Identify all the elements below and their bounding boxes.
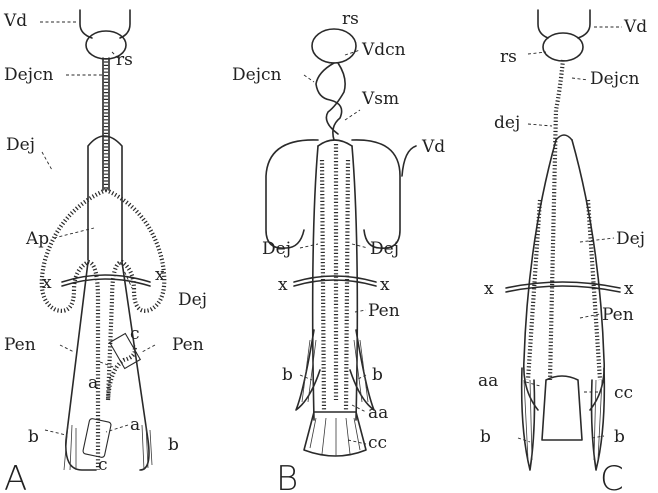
label-c-top-a: c xyxy=(130,324,140,344)
label-dejcn-b: Dejcn xyxy=(232,65,281,85)
receptaculum-b xyxy=(312,29,356,63)
label-dej-top-a: Dej xyxy=(6,135,35,155)
label-pen-left-a: Pen xyxy=(4,335,36,355)
label-dej-small-c: dej xyxy=(494,113,520,133)
label-dej-a: Dej xyxy=(178,290,207,310)
label-pen-right-a: Pen xyxy=(172,335,204,355)
label-vd-a: Vd xyxy=(3,11,27,31)
label-b-right-c: b xyxy=(614,427,625,447)
label-x-left-c: x xyxy=(484,279,494,299)
label-dejcn-a: Dejcn xyxy=(4,65,53,85)
label-aa-c: aa xyxy=(478,371,498,391)
label-pen-c: Pen xyxy=(602,305,634,325)
label-vd-b: Vd xyxy=(421,137,445,157)
label-pen-b: Pen xyxy=(368,301,400,321)
label-a-low-a: a xyxy=(130,415,140,435)
label-rs-b: rs xyxy=(342,9,359,29)
label-rs-c: rs xyxy=(500,47,517,67)
label-b-left-c: b xyxy=(480,427,491,447)
cap-cc-c xyxy=(542,376,582,440)
label-b-left-a: b xyxy=(28,427,39,447)
label-x-right-c: x xyxy=(624,279,634,299)
label-cc-b: cc xyxy=(368,433,387,453)
panel-a xyxy=(40,10,164,470)
label-b-left-b: b xyxy=(282,365,293,385)
label-vd-c: Vd xyxy=(623,17,647,37)
label-dej-left-b: Dej xyxy=(262,239,291,259)
label-vdcn-b: Vdcn xyxy=(361,40,406,60)
label-b-right-b: b xyxy=(372,365,383,385)
panel-label-a: A xyxy=(4,459,27,493)
label-vsm-b: Vsm xyxy=(361,89,399,109)
label-ap-a: Ap xyxy=(25,229,49,249)
label-x-left-a: x xyxy=(42,273,52,293)
penis-left-a xyxy=(66,262,96,470)
label-rs-a: rs xyxy=(116,50,133,70)
appendix-a xyxy=(88,136,122,260)
label-x-right-a: x xyxy=(155,265,165,285)
label-dej-c: Dej xyxy=(616,229,645,249)
label-x-left-b: x xyxy=(278,275,288,295)
label-cc-c: cc xyxy=(614,383,633,403)
label-aa-b: aa xyxy=(368,403,388,423)
label-x-right-b: x xyxy=(380,275,390,295)
penis-right-a xyxy=(122,262,149,470)
label-dej-right-b: Dej xyxy=(370,239,399,259)
panel-label-b: B xyxy=(276,459,298,493)
label-a-mid-a: a xyxy=(88,373,98,393)
receptaculum-c xyxy=(543,33,583,61)
label-dejcn-c: Dejcn xyxy=(590,69,639,89)
label-b-right-a: b xyxy=(168,435,179,455)
panel-label-c: C xyxy=(600,459,624,493)
label-c-low-a: c xyxy=(98,455,108,475)
